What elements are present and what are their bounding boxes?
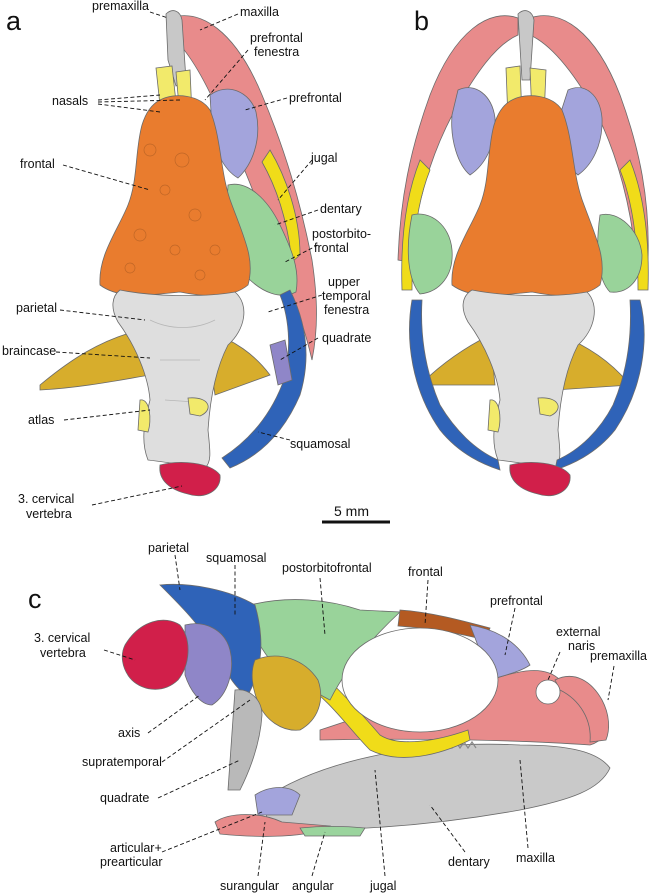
scale-bar: 5 mm [322,503,390,524]
postorbitofrontal-bone-c [248,599,401,701]
label-cervical-c-1: 3. cervical [34,631,90,645]
frontal-bone [99,95,251,297]
leader-lines-a [55,11,323,506]
atlas-bone-b [487,397,559,433]
label-maxilla-c: maxilla [516,851,555,865]
label-prefrontal-a: prefrontal [289,91,342,105]
label-braincase-a: braincase [2,344,56,358]
postorbitofrontal-bone-b-left [407,213,453,295]
labels-c: parietal squamosal postorbitofrontal fro… [34,541,647,893]
cervical-vertebra-bone-c [121,619,189,690]
label-frontal-c: frontal [408,565,443,579]
label-postorbitofrontal-c: postorbitofrontal [282,561,372,575]
scale-bar-label: 5 mm [334,503,369,519]
label-postorbitofrontal-a-2: frontal [314,241,349,255]
label-angular-c: angular [292,879,334,893]
label-cervical-a-1: 3. cervical [18,492,74,506]
premaxilla-bone-c [554,675,610,743]
articular-bone [254,787,301,816]
axis-bone [184,623,232,706]
label-prefrontal-fenestra-a-2: fenestra [254,45,299,59]
label-external-naris-c-2: naris [568,639,595,653]
dentary-bone [261,743,611,830]
external-naris-opening [535,679,561,705]
label-upper-temporal-a-3: fenestra [324,303,369,317]
label-squamosal-a: squamosal [290,437,350,451]
angular-bone [299,826,366,837]
label-quadrate-c: quadrate [100,791,149,805]
label-external-naris-c-1: external [556,625,600,639]
label-cervical-c-2: vertebra [40,646,86,660]
label-articular-c-1: articular+ [110,841,162,855]
panel-label-c: c [28,584,42,614]
frontal-texture [124,143,221,281]
skull-dorsal-view-b [397,10,649,497]
label-dentary-a: dentary [320,202,362,216]
label-articular-c-2: prearticular [100,855,163,869]
cervical-vertebra-bone-b [509,462,571,497]
label-jugal-c: jugal [369,879,396,893]
leader-lines-c [103,554,615,877]
label-jugal-a: jugal [310,151,337,165]
label-upper-temporal-a-2: temporal [322,289,371,303]
braincase-bone-c [251,655,322,731]
squamosal-bone-b-right [554,299,645,471]
panel-label-a: a [6,6,22,36]
label-prefrontal-c: prefrontal [490,594,543,608]
squamosal-bone-b-left [409,299,501,471]
skull-dorsal-view-a [39,10,317,497]
atlas-bone [137,397,209,433]
labels-a: premaxilla maxilla prefrontal fenestra n… [2,0,371,521]
label-maxilla-a: maxilla [240,5,279,19]
label-parietal-a: parietal [16,301,57,315]
label-nasals-a: nasals [52,94,88,108]
label-frontal-a: frontal [20,157,55,171]
quadrate-bone-c [227,689,263,791]
label-supratemporal-c: supratemporal [82,755,162,769]
label-premaxilla-c: premaxilla [590,649,647,663]
label-upper-temporal-a-1: upper [328,275,360,289]
label-quadrate-a: quadrate [322,331,371,345]
label-squamosal-c: squamosal [206,551,266,565]
label-postorbitofrontal-a-1: postorbito- [312,227,371,241]
label-surangular-c: surangular [220,879,279,893]
label-dentary-c: dentary [448,855,490,869]
label-prefrontal-fenestra-a-1: prefrontal [250,31,303,45]
label-cervical-a-2: vertebra [26,507,72,521]
orbit-opening [341,627,499,733]
label-atlas-a: atlas [28,413,54,427]
label-premaxilla-a: premaxilla [92,0,149,13]
panel-label-b: b [414,6,429,36]
skull-lateral-view-c [121,584,611,837]
cervical-vertebra-bone [159,462,221,497]
prefrontal-bone-b-left [451,87,496,176]
frontal-bone-b [451,95,603,297]
label-axis-c: axis [118,726,140,740]
label-parietal-c: parietal [148,541,189,555]
quadrate-bone [269,339,293,386]
